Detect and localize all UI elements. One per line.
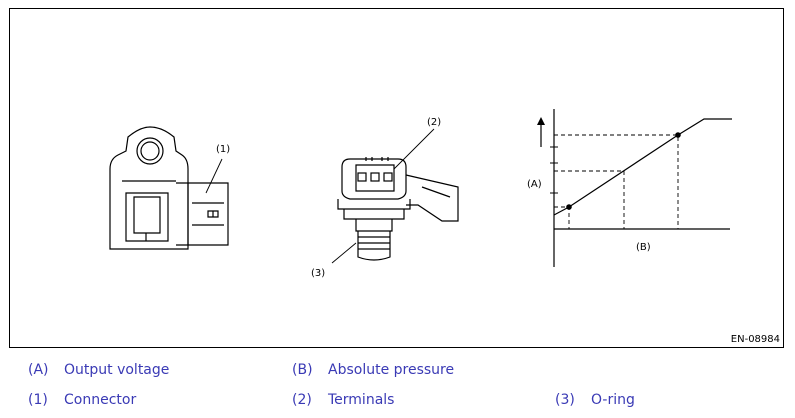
- legend-key: (A): [28, 362, 49, 378]
- legend-item-a: (A) Output voltage: [28, 362, 169, 378]
- legend: (A) Output voltage (B) Absolute pressure (…: [0, 358, 795, 418]
- legend-item-3: (3) O-ring: [555, 392, 635, 408]
- figure-frame: (1) (2) (3) (A) (B) EN-08984: [9, 8, 784, 348]
- legend-label: O-ring: [591, 392, 635, 408]
- legend-key: (1): [28, 392, 48, 408]
- legend-label: Output voltage: [64, 362, 170, 378]
- axis-label-a: (A): [527, 179, 542, 190]
- low-point-marker: [566, 204, 572, 210]
- characteristic-graph: [537, 109, 732, 267]
- figure-code: EN-08984: [730, 334, 780, 345]
- diagram-canvas: (1) (2) (3) (A) (B): [109, 109, 732, 279]
- legend-key: (2): [292, 392, 312, 408]
- legend-key: (3): [555, 392, 575, 408]
- legend-item-1: (1) Connector: [28, 392, 136, 408]
- axis-label-b: (B): [636, 242, 651, 253]
- legend-label: Absolute pressure: [328, 362, 455, 378]
- sensor-front-view: [331, 128, 459, 264]
- callout-terminals: (2): [427, 117, 441, 128]
- callout-connector: (1): [216, 144, 230, 155]
- legend-item-2: (2) Terminals: [292, 392, 394, 408]
- legend-label: Connector: [64, 392, 137, 408]
- legend-item-b: (B) Absolute pressure: [292, 362, 454, 378]
- sensor-side-view: [109, 126, 229, 250]
- legend-key: (B): [292, 362, 313, 378]
- callout-o-ring: (3): [311, 268, 325, 279]
- legend-label: Terminals: [328, 392, 395, 408]
- high-point-marker: [675, 132, 681, 138]
